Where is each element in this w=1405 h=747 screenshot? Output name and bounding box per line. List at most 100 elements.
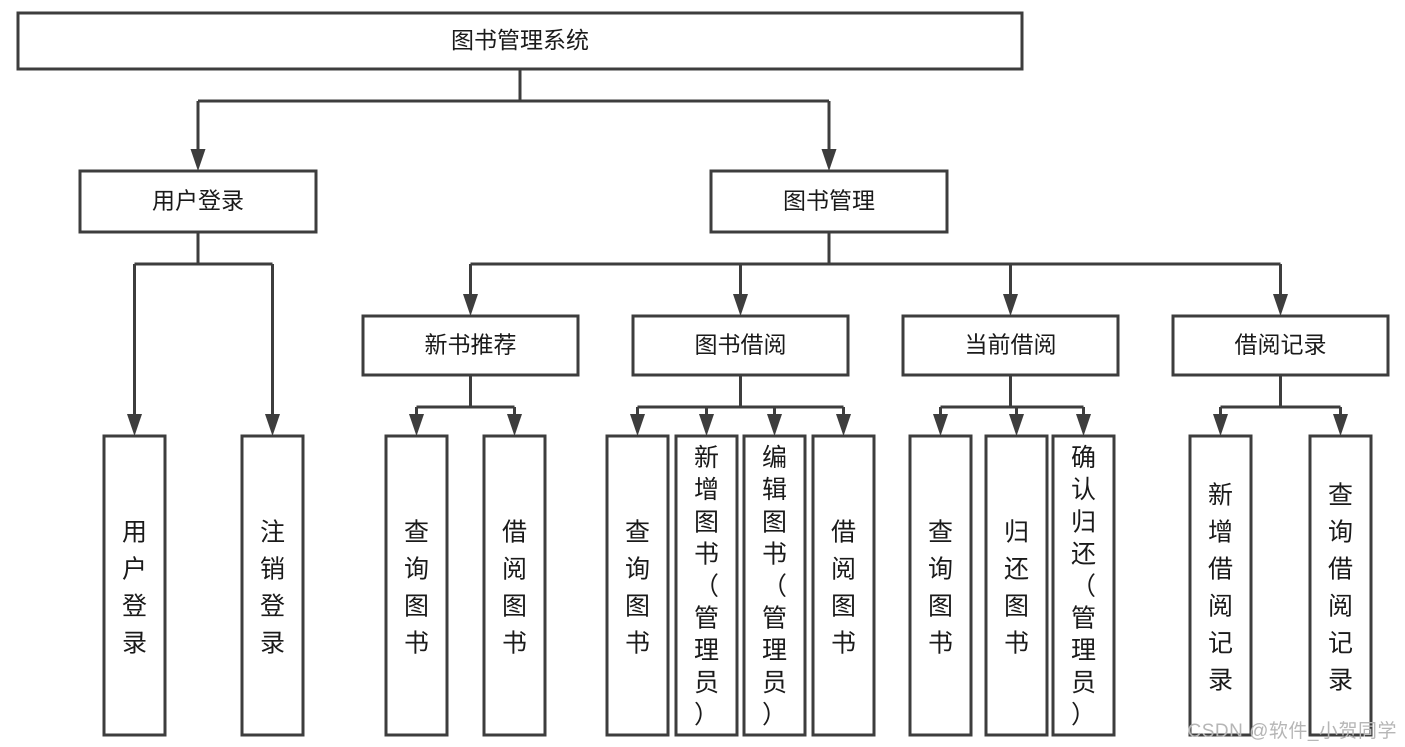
node-box[interactable] bbox=[674, 434, 739, 737]
node-box[interactable] bbox=[361, 314, 580, 377]
node-label-char: 理 bbox=[1071, 637, 1096, 665]
node-label-char: 录 bbox=[122, 629, 147, 657]
node-label-char: 图 bbox=[928, 592, 953, 620]
node-label-char: 阅 bbox=[831, 555, 856, 583]
node-label-char: 销 bbox=[260, 555, 285, 583]
node-label-char: 借 bbox=[1328, 555, 1353, 583]
node-label-char: 图 bbox=[502, 592, 527, 620]
node-label-char: 查 bbox=[1328, 481, 1353, 509]
node-box[interactable] bbox=[1308, 434, 1373, 737]
node-label-char: 户 bbox=[122, 555, 147, 583]
arrow-head-icon bbox=[933, 414, 948, 436]
arrow-head-icon bbox=[630, 414, 645, 436]
node-box[interactable] bbox=[742, 434, 807, 737]
node-label-char: 管 bbox=[762, 605, 787, 633]
node-label-char: 询 bbox=[928, 555, 953, 583]
node-label-char: ） bbox=[1071, 701, 1096, 729]
node-box[interactable] bbox=[631, 314, 850, 377]
node-label-char: 借 bbox=[1208, 555, 1233, 583]
node-label-char: ） bbox=[694, 701, 719, 729]
node-box[interactable] bbox=[1051, 434, 1116, 737]
node-label-char: 记 bbox=[1328, 629, 1353, 657]
node-label-char: 注 bbox=[260, 518, 285, 546]
node-box[interactable] bbox=[16, 11, 1024, 71]
node-book-borrow[interactable]: 图书借阅 bbox=[631, 314, 850, 377]
node-label-char: 登 bbox=[260, 592, 285, 620]
node-box[interactable] bbox=[709, 169, 949, 234]
node-label-char: 理 bbox=[694, 637, 719, 665]
node-label-char: 录 bbox=[1328, 666, 1353, 694]
node-label-char: （ bbox=[1071, 572, 1096, 600]
node-label-char: 录 bbox=[1208, 666, 1233, 694]
node-box[interactable] bbox=[901, 314, 1120, 377]
connectors-layer bbox=[127, 69, 1348, 436]
nodes-layer: 图书管理系统用户登录图书管理新书推荐图书借阅当前借阅借阅记录用户登录注销登录查询… bbox=[16, 11, 1390, 737]
node-box[interactable] bbox=[482, 434, 547, 737]
node-label: 图书管理 bbox=[783, 188, 875, 214]
node-box[interactable] bbox=[984, 434, 1049, 737]
node-label: 借阅记录 bbox=[1235, 332, 1327, 358]
node-label-char: 管 bbox=[1071, 605, 1096, 633]
node-box[interactable] bbox=[240, 434, 305, 737]
node-label: 当前借阅 bbox=[965, 332, 1057, 358]
node-label-char: 登 bbox=[122, 592, 147, 620]
node-box[interactable] bbox=[384, 434, 449, 737]
node-label-char: 辑 bbox=[762, 476, 787, 504]
node-label-char: 新 bbox=[1208, 481, 1233, 509]
node-label-char: 图 bbox=[762, 508, 787, 536]
node-label-char: 图 bbox=[1004, 592, 1029, 620]
node-box[interactable] bbox=[811, 434, 876, 737]
node-root[interactable]: 图书管理系统 bbox=[16, 11, 1024, 71]
node-label-char: （ bbox=[694, 572, 719, 600]
node-box[interactable] bbox=[908, 434, 973, 737]
node-label-char: 书 bbox=[502, 629, 527, 657]
node-leaf-user-login[interactable]: 用户登录 bbox=[102, 434, 167, 737]
node-box[interactable] bbox=[102, 434, 167, 737]
node-label-char: 记 bbox=[1208, 629, 1233, 657]
node-borrow-record[interactable]: 借阅记录 bbox=[1171, 314, 1390, 377]
node-label-char: 书 bbox=[625, 629, 650, 657]
node-label-char: 借 bbox=[502, 518, 527, 546]
arrow-head-icon bbox=[1009, 414, 1024, 436]
node-user-login[interactable]: 用户登录 bbox=[78, 169, 318, 234]
node-label-char: 还 bbox=[1071, 540, 1096, 568]
node-new-book-recommend[interactable]: 新书推荐 bbox=[361, 314, 580, 377]
node-box[interactable] bbox=[78, 169, 318, 234]
node-box[interactable] bbox=[605, 434, 670, 737]
node-label-char: 用 bbox=[122, 518, 147, 546]
node-label-char: 理 bbox=[762, 637, 787, 665]
arrow-head-icon bbox=[836, 414, 851, 436]
node-box[interactable] bbox=[1171, 314, 1390, 377]
arrow-head-icon bbox=[1003, 294, 1018, 316]
node-label-char: 员 bbox=[694, 669, 719, 697]
csdn-watermark: CSDN @软件_小贺同学 bbox=[1187, 721, 1397, 742]
node-label-char: 书 bbox=[831, 629, 856, 657]
node-label-char: 归 bbox=[1004, 518, 1029, 546]
node-label-char: 还 bbox=[1004, 555, 1029, 583]
node-label-char: 图 bbox=[694, 508, 719, 536]
node-box[interactable] bbox=[1188, 434, 1253, 737]
node-book-management[interactable]: 图书管理 bbox=[709, 169, 949, 234]
node-label: 图书管理系统 bbox=[451, 27, 589, 53]
arrow-head-icon bbox=[463, 294, 478, 316]
node-label-char: 增 bbox=[694, 476, 719, 504]
node-current-borrow[interactable]: 当前借阅 bbox=[901, 314, 1120, 377]
node-label-char: 确 bbox=[1071, 444, 1096, 472]
node-label-char: 归 bbox=[1071, 508, 1096, 536]
node-label-char: 查 bbox=[404, 518, 429, 546]
node-label-char: 阅 bbox=[502, 555, 527, 583]
